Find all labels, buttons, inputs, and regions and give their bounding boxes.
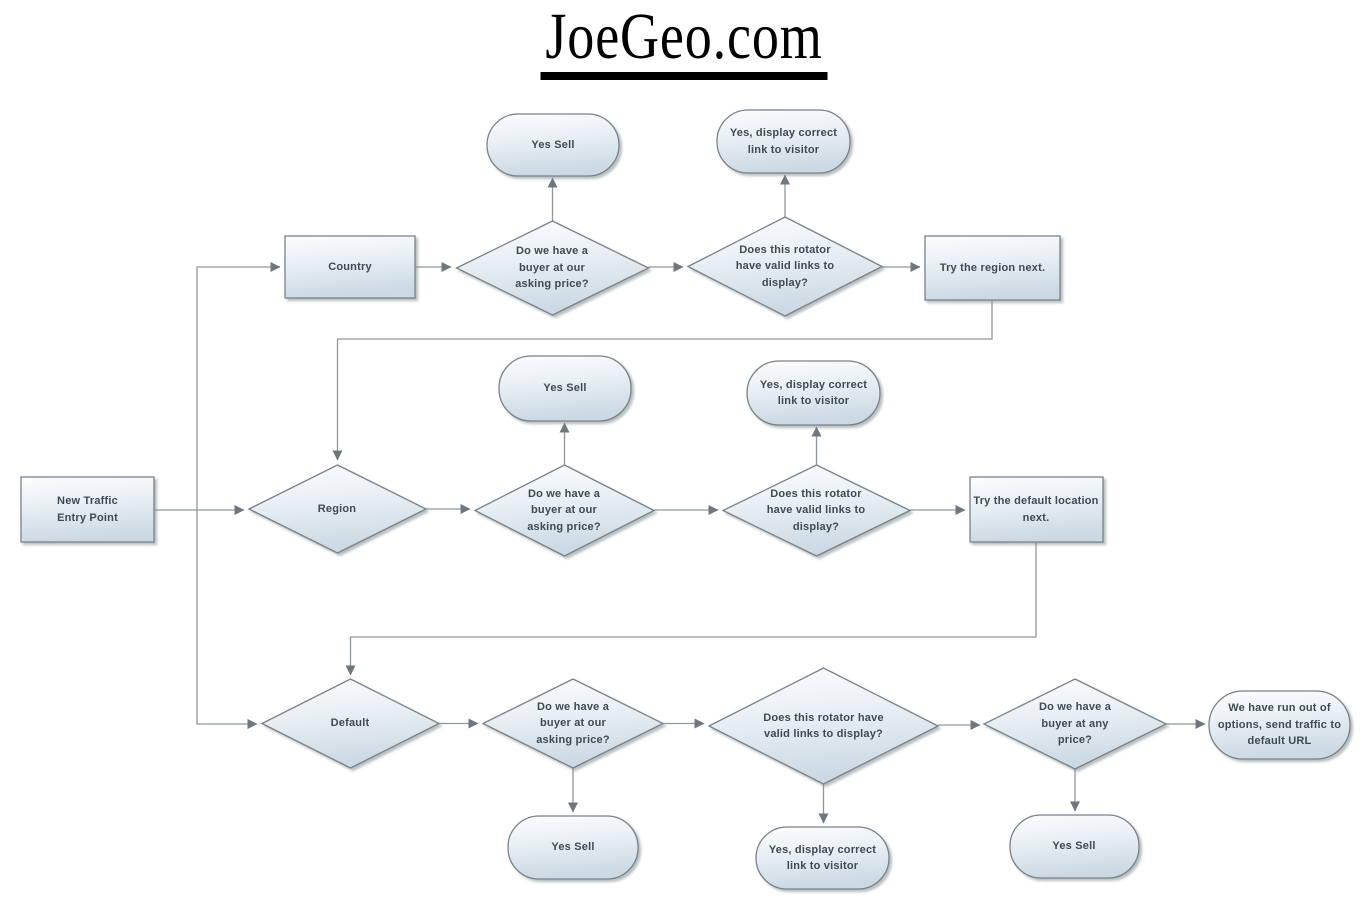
- display-region-terminator-shape: [746, 360, 881, 426]
- edge-tryregion-region: [332, 300, 993, 461]
- rotator-country-decision-shape: [686, 216, 884, 317]
- sell-country-terminator-shape: [486, 113, 620, 177]
- rotator-region-decision-shape: [721, 464, 912, 557]
- default-decision-shape: [260, 678, 441, 769]
- edge-entry-country: [196, 262, 281, 510]
- edges-layer: [155, 174, 1206, 824]
- try-default-process-shape: [969, 476, 1104, 543]
- edge-entry-default: [196, 510, 258, 729]
- try-region-process-shape: [924, 235, 1061, 301]
- shapes-layer: [20, 109, 1351, 890]
- run-out-terminator-shape: [1208, 690, 1351, 760]
- display-country-terminator-shape: [716, 109, 851, 174]
- sell-region-terminator-shape: [498, 355, 632, 422]
- display-default-terminator-shape: [755, 826, 890, 890]
- entry-process-shape: [20, 476, 155, 543]
- page-title-wrap: JoeGeo.com: [0, 2, 1369, 81]
- sell-default-terminator-shape: [507, 815, 639, 880]
- sell-any-terminator-shape: [1009, 814, 1140, 879]
- buyer-region-decision-shape: [473, 464, 656, 557]
- edge-trydefault-default: [345, 543, 1037, 676]
- region-decision-shape: [247, 464, 428, 554]
- page-title: JoeGeo.com: [540, 2, 829, 81]
- country-process-shape: [284, 235, 416, 299]
- rotator-default-decision-shape: [707, 667, 940, 785]
- any-price-decision-shape: [982, 678, 1168, 770]
- buyer-default-decision-shape: [481, 678, 665, 769]
- buyer-country-decision-shape: [455, 220, 650, 316]
